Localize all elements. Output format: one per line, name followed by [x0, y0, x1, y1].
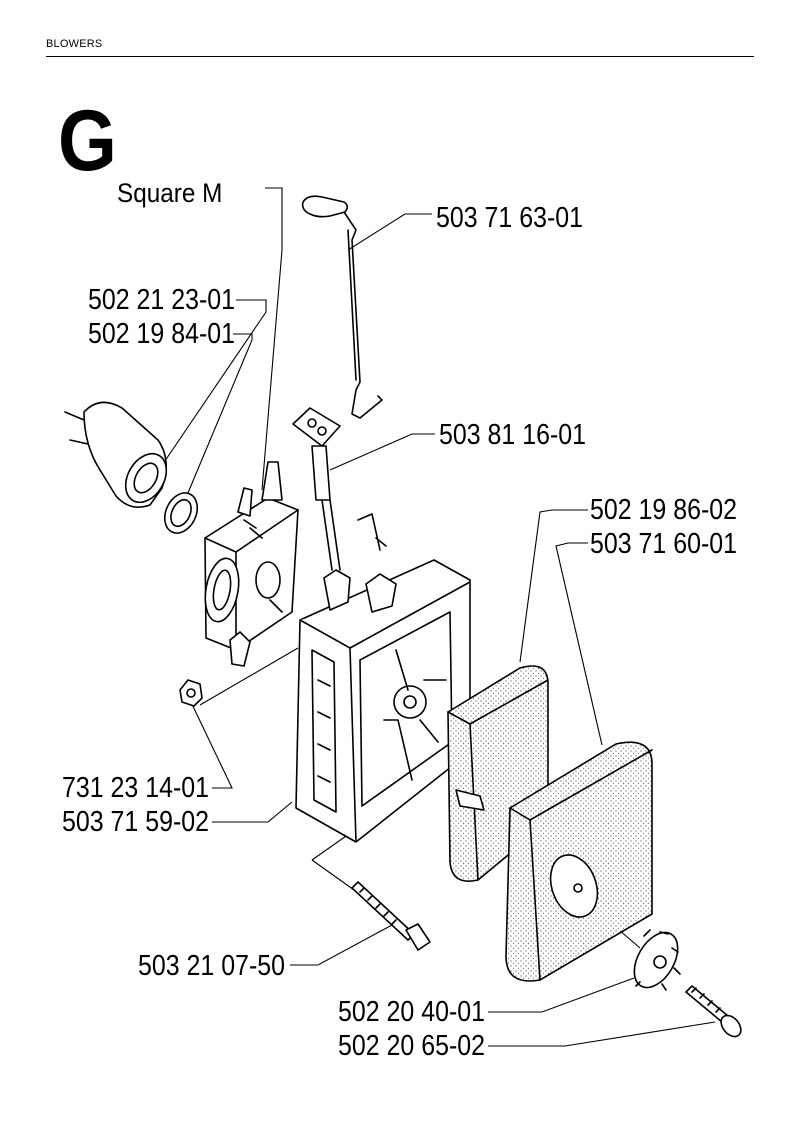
part-number-throttle-rod: 503 71 63-01 [436, 202, 584, 234]
part-number-air-filter-element: 502 19 86-02 [590, 494, 738, 526]
gasket-ring-part [163, 492, 199, 534]
part-number-choke-lever: 503 81 16-01 [439, 419, 587, 451]
part-number-knob-screw: 502 20 65-02 [338, 1030, 486, 1062]
header-divider [46, 56, 754, 57]
filter-cover-part [505, 741, 653, 982]
part-number-intake-manifold: 502 21 23-01 [88, 284, 236, 316]
carburetor-part [204, 461, 299, 667]
figure-letter: G [58, 93, 117, 189]
intake-manifold-part [64, 401, 168, 508]
part-number-gasket-ring: 502 19 84-01 [88, 318, 236, 350]
choke-lever-part [292, 407, 341, 571]
knob-screw-part [685, 985, 742, 1038]
section-header: BLOWERS [46, 38, 103, 50]
nut-part [179, 679, 203, 707]
housing-screw-part [351, 881, 431, 951]
part-number-cover-knob: 502 20 40-01 [338, 996, 486, 1028]
part-number-filter-cover: 503 71 60-01 [590, 528, 738, 560]
figure-subtitle: Square M [117, 178, 223, 208]
part-number-housing-screw: 503 21 07-50 [138, 950, 286, 982]
cover-knob-part [633, 929, 681, 991]
part-number-filter-housing: 503 71 59-02 [62, 806, 210, 838]
throttle-rod-part [301, 195, 383, 419]
part-number-nut: 731 23 14-01 [62, 772, 210, 804]
filter-housing-part [295, 513, 471, 843]
